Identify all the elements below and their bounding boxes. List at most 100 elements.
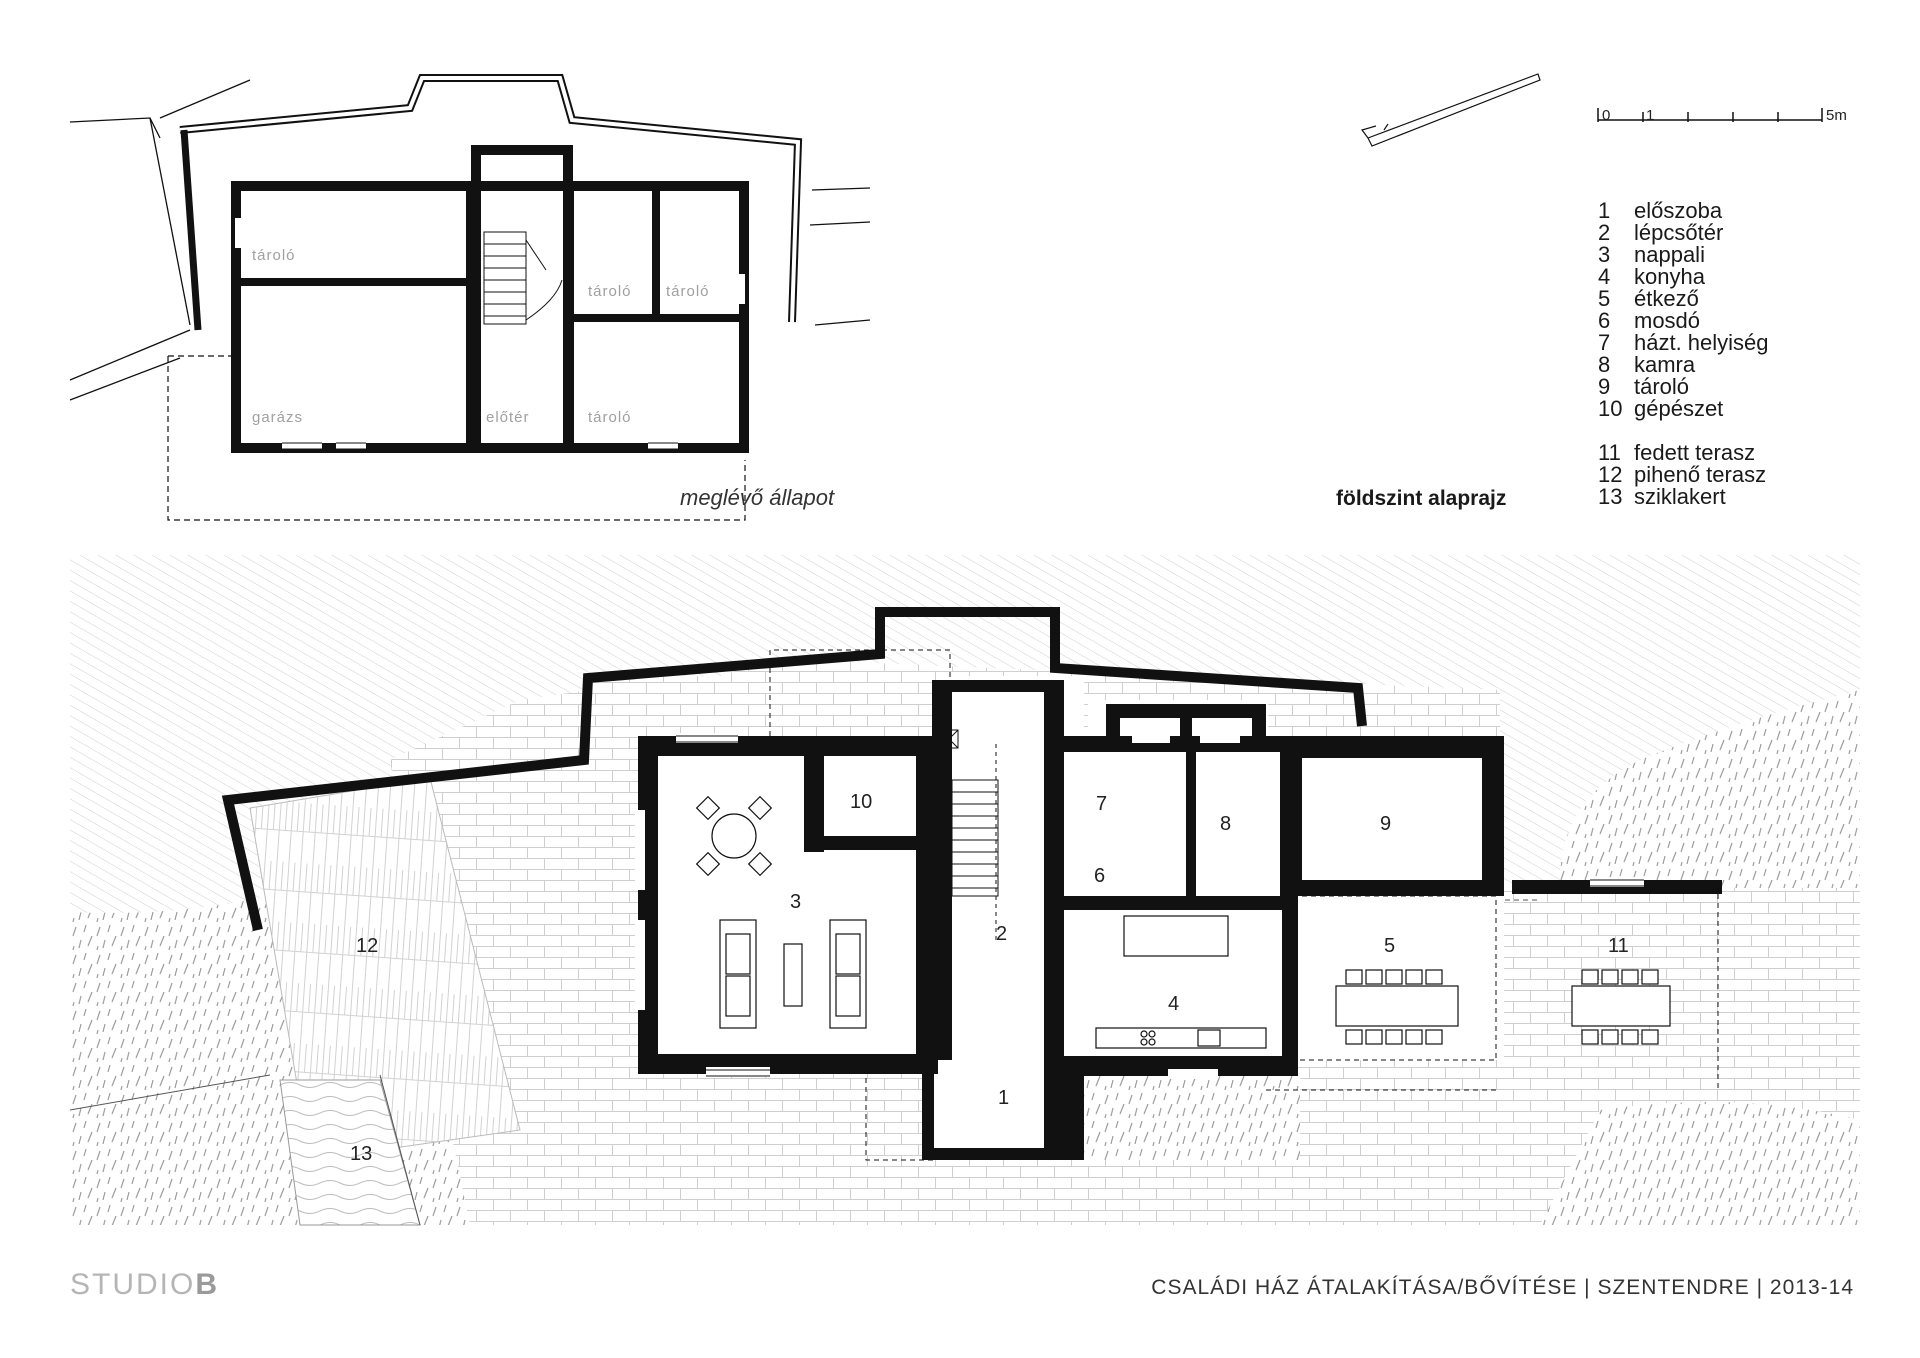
garden-slope xyxy=(1080,1075,1300,1160)
building-interior xyxy=(1088,700,1268,1060)
legend-item-number: 2 xyxy=(1598,220,1611,245)
existing-room-label: tároló xyxy=(252,247,296,264)
stair-core-walls xyxy=(932,680,1064,1160)
existing-state-plan: tároló tároló tároló tároló garázs előté… xyxy=(69,74,871,521)
garden-slope xyxy=(1540,1102,1860,1225)
existing-interior-walls xyxy=(236,186,744,448)
room-number-7: 7 xyxy=(1096,793,1107,815)
legend-item-label: tároló xyxy=(1634,374,1690,399)
scale-label-zero: 0 xyxy=(1602,107,1610,124)
legend-item-label: nappali xyxy=(1634,242,1705,267)
legend-item: 1 előszoba xyxy=(1598,200,1769,222)
dashed-outline xyxy=(1284,895,1497,1061)
legend-item-label: előszoba xyxy=(1634,198,1723,223)
legend-item-number: 13 xyxy=(1598,484,1623,509)
room-number-4: 4 xyxy=(1168,993,1179,1015)
existing-stair-core xyxy=(471,145,573,453)
terrain-line xyxy=(149,117,191,326)
scale-bar xyxy=(1597,108,1823,122)
legend-item-label: konyha xyxy=(1634,264,1705,289)
terrain-line xyxy=(69,329,191,401)
retaining-wall xyxy=(180,129,202,331)
room-number-10: 10 xyxy=(850,791,872,813)
legend-item-label: gépészet xyxy=(1634,396,1724,421)
legend-item: 3 nappali xyxy=(1598,244,1769,266)
legend-item-label: kamra xyxy=(1634,352,1696,377)
dashed-outline xyxy=(865,1078,934,1161)
existing-room-label: tároló xyxy=(588,283,632,300)
terrain-line xyxy=(69,117,161,139)
dashed-outline xyxy=(769,649,951,736)
legend-item-number: 10 xyxy=(1598,396,1623,421)
room-number-6: 6 xyxy=(1094,865,1105,887)
legend-item: 5 étkező xyxy=(1598,288,1769,310)
studio-logo-bold: B xyxy=(195,1268,220,1301)
legend-item-label: lépcsőtér xyxy=(1634,220,1724,245)
legend-item-label: pihenő terasz xyxy=(1634,462,1767,487)
terrain-line xyxy=(69,1074,421,1226)
legend-item-number: 6 xyxy=(1598,308,1611,333)
north-arrow xyxy=(1360,73,1541,147)
existing-state-label: meglévő állapot xyxy=(680,485,835,510)
plan-title: földszint alaprajz xyxy=(1336,487,1507,510)
room-number-8: 8 xyxy=(1220,813,1231,835)
legend-item-number: 11 xyxy=(1598,440,1621,465)
legend-item-label: házt. helyiség xyxy=(1634,330,1769,355)
studio-logo: STUDIOB xyxy=(70,1268,219,1302)
legend-room-list: 1 előszoba 2 lépcsőtér 3 nappali 4 konyha 5 étkez… xyxy=(1598,200,1769,420)
legend-item: 13 sziklakert xyxy=(1598,486,1769,508)
legend-item-number: 1 xyxy=(1598,198,1611,223)
storage-walls xyxy=(1280,736,1504,896)
legend-item-number: 3 xyxy=(1598,242,1611,267)
existing-room-label: tároló xyxy=(666,283,710,300)
scale-label-five: 5m xyxy=(1826,107,1847,124)
existing-dashed-outline xyxy=(167,356,746,521)
room-number-5: 5 xyxy=(1384,935,1395,957)
room-number-tags: 1 2 3 4 5 6 7 8 9 10 11 12 13 xyxy=(350,791,1629,1165)
legend-item-number: 9 xyxy=(1598,374,1611,399)
existing-windows xyxy=(235,218,745,449)
existing-room-label: garázs xyxy=(252,409,303,426)
legend-item-label: fedett terasz xyxy=(1634,440,1756,465)
sofas xyxy=(719,919,867,1029)
legend-gap xyxy=(1598,420,1769,442)
legend-item-number: 8 xyxy=(1598,352,1611,377)
legend-item-label: sziklakert xyxy=(1634,484,1726,509)
room-number-2: 2 xyxy=(996,923,1007,945)
dining-table xyxy=(1335,969,1459,1045)
existing-room-label: előtér xyxy=(486,409,530,426)
terrain-line xyxy=(159,79,251,119)
terrain-line xyxy=(809,187,871,326)
new-building: 1 2 3 4 5 6 7 8 9 10 11 12 13 xyxy=(350,649,1722,1165)
legend-item-number: 12 xyxy=(1598,462,1623,487)
retaining-wall xyxy=(179,76,801,323)
legend-item: 6 mosdó xyxy=(1598,310,1769,332)
legend-item-label: mosdó xyxy=(1634,308,1701,333)
legend-item: 9 tároló xyxy=(1598,376,1769,398)
room-number-12: 12 xyxy=(356,935,378,957)
windows xyxy=(676,735,1644,1077)
legend-item: 2 lépcsőtér xyxy=(1598,222,1769,244)
dashed-outline xyxy=(1266,894,1719,1091)
service-walls xyxy=(1060,704,1296,910)
legend-item: 10 gépészet xyxy=(1598,398,1769,420)
windows xyxy=(635,733,1644,1079)
room-legend: 1 előszoba 2 lépcsőtér 3 nappali 4 konyha 5 étkez… xyxy=(1598,200,1769,508)
existing-room-label: tároló xyxy=(588,409,632,426)
legend-item-number: 4 xyxy=(1598,264,1611,289)
existing-staircase xyxy=(483,231,563,325)
legend-item: 11 fedett terasz xyxy=(1598,442,1769,464)
project-title: CSALÁDI HÁZ ÁTALAKÍTÁSA/BŐVÍTÉSE | SZENT… xyxy=(1151,1276,1854,1299)
retaining-wall xyxy=(221,607,1367,932)
room-number-11: 11 xyxy=(1608,935,1629,957)
room-number-3: 3 xyxy=(790,891,801,913)
vestibule-walls xyxy=(922,1060,1066,1160)
legend-item: 8 kamra xyxy=(1598,354,1769,376)
staircase xyxy=(939,729,999,944)
legend-item-label: étkező xyxy=(1634,286,1699,311)
legend-item-number: 5 xyxy=(1598,286,1611,311)
room-number-1: 1 xyxy=(998,1087,1009,1109)
room-number-9: 9 xyxy=(1380,813,1391,835)
